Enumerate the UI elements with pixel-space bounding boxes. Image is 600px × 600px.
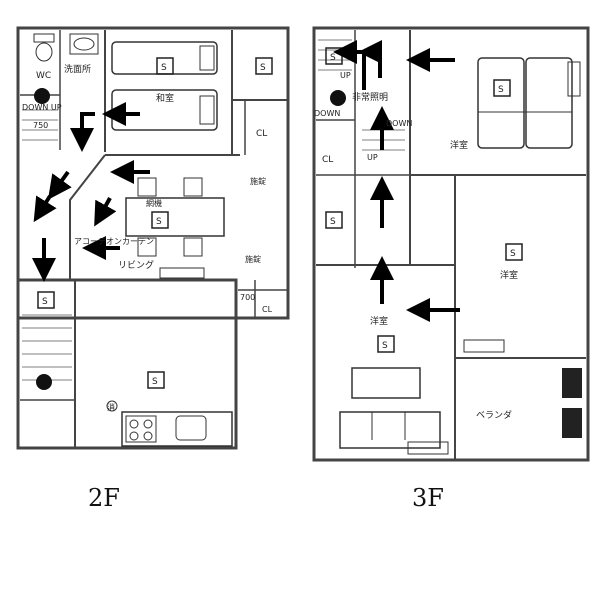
sensor-label: S [156,217,162,227]
lock-label: 施錠 [250,176,266,186]
kitchen-counter [121,411,233,447]
sensor-label: S [152,377,158,387]
evacuation-arrows-2f [32,102,150,282]
2f-outer-wall-bottom [16,278,238,450]
evacuation-arrows-3f [333,40,460,322]
emergency-light-label: 非常照明 [352,91,388,103]
sensor-icon [493,79,511,97]
2f-stairs-lower [22,314,72,381]
dimension-label: 700 [240,293,255,302]
net-machine-label: 網機 [146,198,162,208]
sofa [339,367,441,449]
extinguisher-label: 消 [107,402,115,412]
toilet-icon [33,33,55,62]
aircon-unit [407,441,449,455]
2f-stairs-upper [22,109,58,141]
bed [477,57,573,149]
floor-label-3f: 3F [412,484,444,512]
sensor-label: S [161,63,167,73]
sensor-label: S [42,297,48,307]
sensor-label: S [330,53,336,63]
emergency-light-icon [34,88,50,104]
room-label-western-c: 洋室 [370,315,388,327]
room-label-western-a: 洋室 [450,139,468,151]
room-label-veranda: ベランダ [476,409,512,421]
sensor-icon [377,335,395,353]
lock-label: 施錠 [245,254,261,264]
emergency-light-icon [36,374,52,390]
room-label-closet: CL [262,305,273,314]
floor-2f: S S S S S WC 洗面所 和室 CL DOWN UP 750 網機 施錠… [16,26,290,450]
sensor-label: S [330,217,336,227]
2f-outer-wall-top [16,26,290,320]
outdoor-unit-icon [562,408,582,438]
room-label-washroom: 洗面所 [64,63,91,75]
floor-label-2f: 2F [88,484,120,512]
sensor-label: S [382,341,388,351]
aircon-unit [567,61,581,97]
floor-3f: S S S S S UP DOWN 非常照明 DOWN UP CL 洋室 洋室 … [312,26,590,462]
aircon-unit [463,339,505,353]
dimension-label: 750 [33,121,48,130]
room-label-western-b: 洋室 [500,269,518,281]
room-label-closet: CL [322,155,333,165]
room-label-wc: WC [36,71,51,81]
sensor-label: S [498,85,504,95]
emergency-light-icon [330,90,346,106]
sensor-label: S [510,249,516,259]
stairs-up-label: UP [340,71,351,80]
sensor-icon [505,243,523,261]
room-label-closet: CL [256,129,267,139]
sensor-icon [151,211,169,229]
sensor-label: S [260,63,266,73]
sensor-icon [255,57,273,75]
2f-wall-diagonal [69,154,106,280]
3f-outer-wall [312,26,590,462]
extinguisher-icon [106,400,118,412]
dining-table [125,177,225,257]
sensor-icon [147,371,165,389]
basin-icon [69,33,99,55]
outdoor-unit-icon [562,368,582,398]
stairs-down-label: DOWN [386,119,412,128]
stairs-up-label: UP [367,153,378,162]
stairs-label: DOWN UP [22,103,62,112]
stairs-down-label: DOWN [314,109,340,118]
sensor-icon [37,291,55,309]
aircon-unit [159,267,205,279]
sensor-icon [156,57,174,75]
sensor-icon [325,211,343,229]
accordion-curtain-label: アコーデオンカーテン [74,236,154,246]
room-label-japanese: 和室 [156,92,174,104]
room-label-living: リビング [118,259,154,271]
